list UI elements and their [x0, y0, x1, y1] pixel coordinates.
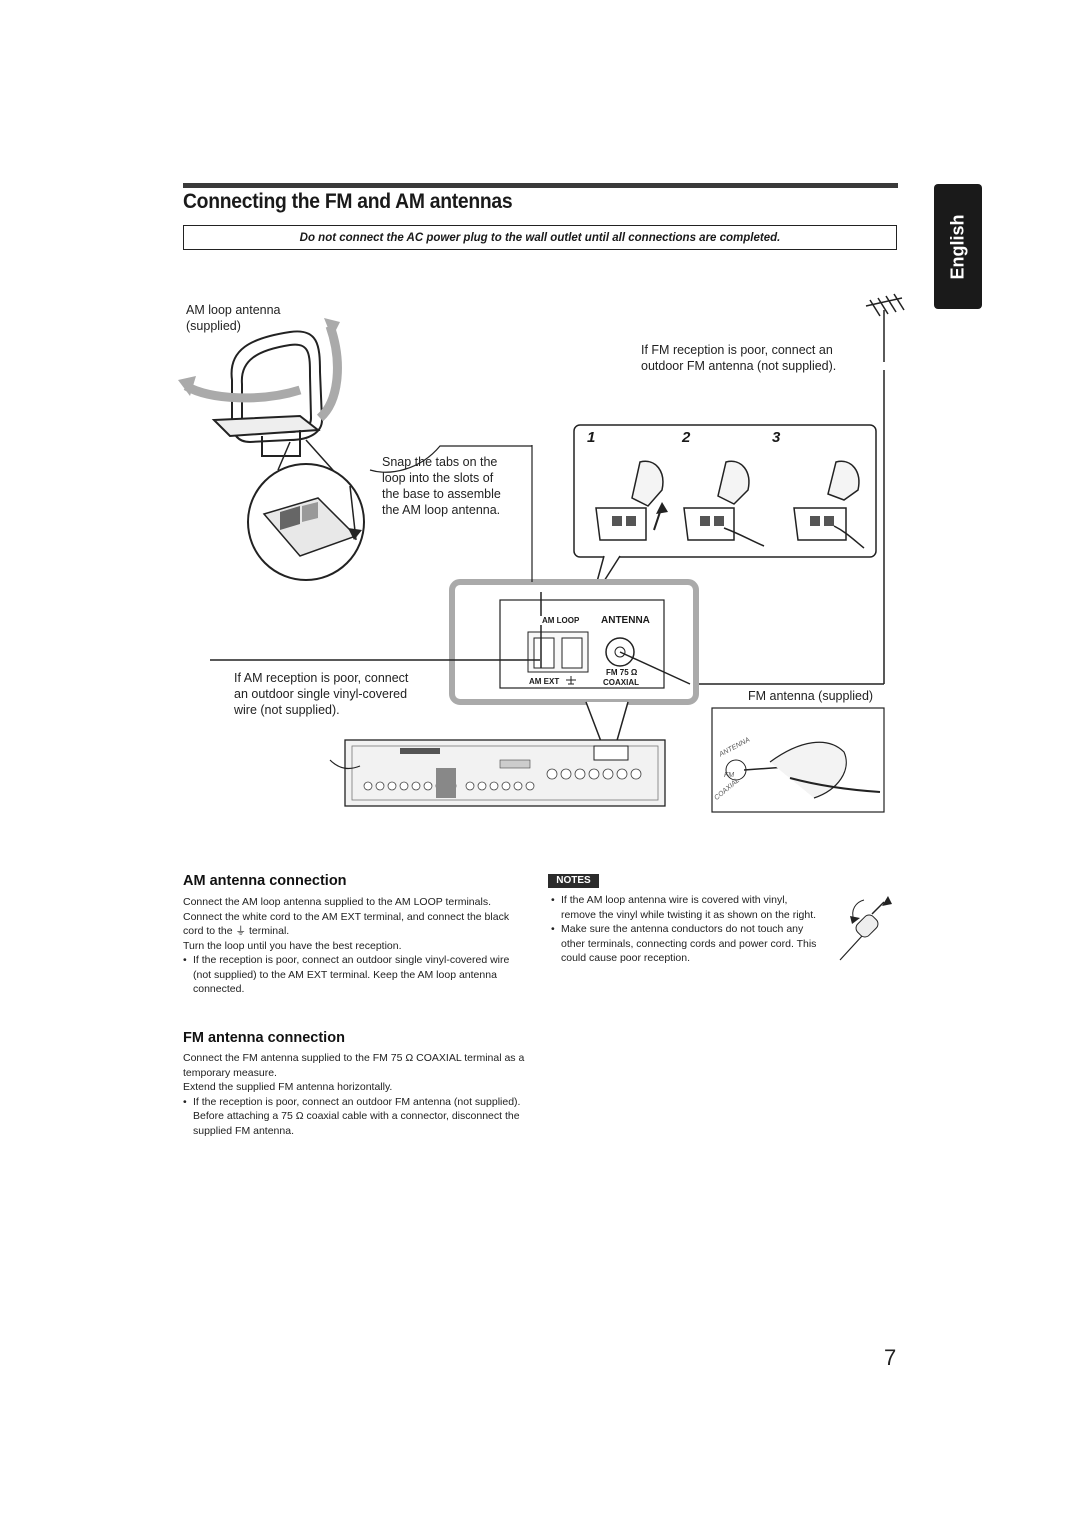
- fm-paragraph: Connect the FM antenna supplied to the F…: [183, 1052, 525, 1079]
- steps-panel: [573, 424, 877, 601]
- note-item: •If the AM loop antenna wire is covered …: [551, 893, 823, 922]
- am-loop-antenna-label: AM loop antenna (supplied): [186, 302, 281, 334]
- receiver-rear-panel: [329, 701, 666, 807]
- note-text: Make sure the antenna conductors do not …: [561, 923, 817, 964]
- base-zoom-circle: [247, 439, 365, 581]
- notes-badge: NOTES: [548, 874, 599, 888]
- notes-list: •If the AM loop antenna wire is covered …: [551, 893, 823, 966]
- fm-section-body: Connect the FM antenna supplied to the F…: [183, 1051, 529, 1138]
- fm-paragraph: Extend the supplied FM antenna horizonta…: [183, 1081, 393, 1093]
- am-loop-antenna-drawing: [211, 330, 324, 457]
- am-bullet: •If the reception is poor, connect an ou…: [183, 953, 529, 997]
- snap-label-line1: Snap the tabs on the: [382, 455, 498, 469]
- fm-outdoor-label-line2: outdoor FM antenna (not supplied).: [641, 359, 837, 373]
- am-paragraph: Connect the AM loop antenna supplied to …: [183, 896, 491, 908]
- step-1: 1: [587, 429, 596, 446]
- rotate-arrow-icon: [850, 916, 860, 924]
- fm-section-heading: FM antenna connection: [183, 1030, 345, 1046]
- warning-text: Do not connect the AC power plug to the …: [299, 231, 781, 244]
- fm-outdoor-label-line1: If FM reception is poor, connect an: [641, 343, 833, 357]
- am-loop-label-line2: (supplied): [186, 319, 241, 333]
- language-tab: English: [934, 184, 982, 309]
- panel-fm75-label: FM 75 Ω: [606, 668, 638, 677]
- step-2: 2: [682, 429, 691, 446]
- snap-label-line3: the base to assemble: [382, 487, 501, 501]
- fm-bullet-text: If the reception is poor, connect an out…: [193, 1095, 521, 1137]
- step-3: 3: [772, 429, 781, 446]
- warning-box: Do not connect the AC power plug to the …: [183, 225, 897, 250]
- snap-label-line2: loop into the slots of: [382, 471, 494, 485]
- fm-antenna-supplied-inset: [711, 707, 885, 813]
- note-item: •Make sure the antenna conductors do not…: [551, 922, 823, 966]
- title-rule: [183, 183, 898, 188]
- rotate-arrow-vertical: [316, 324, 342, 422]
- am-section-body: Connect the AM loop antenna supplied to …: [183, 895, 529, 997]
- snap-label-line4: the AM loop antenna.: [382, 503, 501, 517]
- am-outdoor-label-line2: an outdoor single vinyl-covered: [234, 687, 408, 701]
- fm-outdoor-label: If FM reception is poor, connect an outd…: [641, 342, 836, 374]
- fm-bullet: •If the reception is poor, connect an ou…: [183, 1095, 529, 1139]
- page-title: Connecting the FM and AM antennas: [183, 190, 513, 213]
- fm-antenna-supplied-label: FM antenna (supplied): [748, 689, 874, 703]
- am-paragraph: Turn the loop until you have the best re…: [183, 939, 402, 952]
- am-bullet-text: If the reception is poor, connect an out…: [193, 954, 510, 995]
- antenna-diagram: [178, 293, 905, 813]
- note-text: If the AM loop antenna wire is covered w…: [561, 894, 817, 921]
- panel-am-loop-label: AM LOOP: [540, 616, 582, 625]
- am-paragraph: Connect the white cord to the AM EXT ter…: [183, 910, 510, 938]
- rotate-arrow-horizontal: [183, 381, 302, 403]
- am-outdoor-label-line3: wire (not supplied).: [234, 703, 340, 717]
- panel-am-ext-label: AM EXT: [529, 677, 560, 686]
- connector-fm-text: FM: [724, 772, 735, 779]
- terminal-panel-enlarged: [210, 579, 699, 705]
- arrow-head-left-icon: [178, 376, 196, 396]
- panel-antenna-label: ANTENNA: [601, 615, 650, 626]
- arrow-head-up-icon: [324, 318, 340, 338]
- am-outdoor-label: If AM reception is poor, connect an outd…: [234, 670, 408, 718]
- twist-arrow-icon: [882, 896, 892, 906]
- panel-coaxial-label: COAXIAL: [603, 678, 639, 687]
- vinyl-twist-illustration: [839, 896, 892, 961]
- am-loop-label-line1: AM loop antenna: [186, 303, 281, 317]
- page-number: 7: [884, 1345, 897, 1370]
- am-outdoor-label-line1: If AM reception is poor, connect: [234, 671, 409, 685]
- am-section-heading: AM antenna connection: [183, 873, 347, 889]
- snap-tabs-label: Snap the tabs on the loop into the slots…: [382, 454, 501, 518]
